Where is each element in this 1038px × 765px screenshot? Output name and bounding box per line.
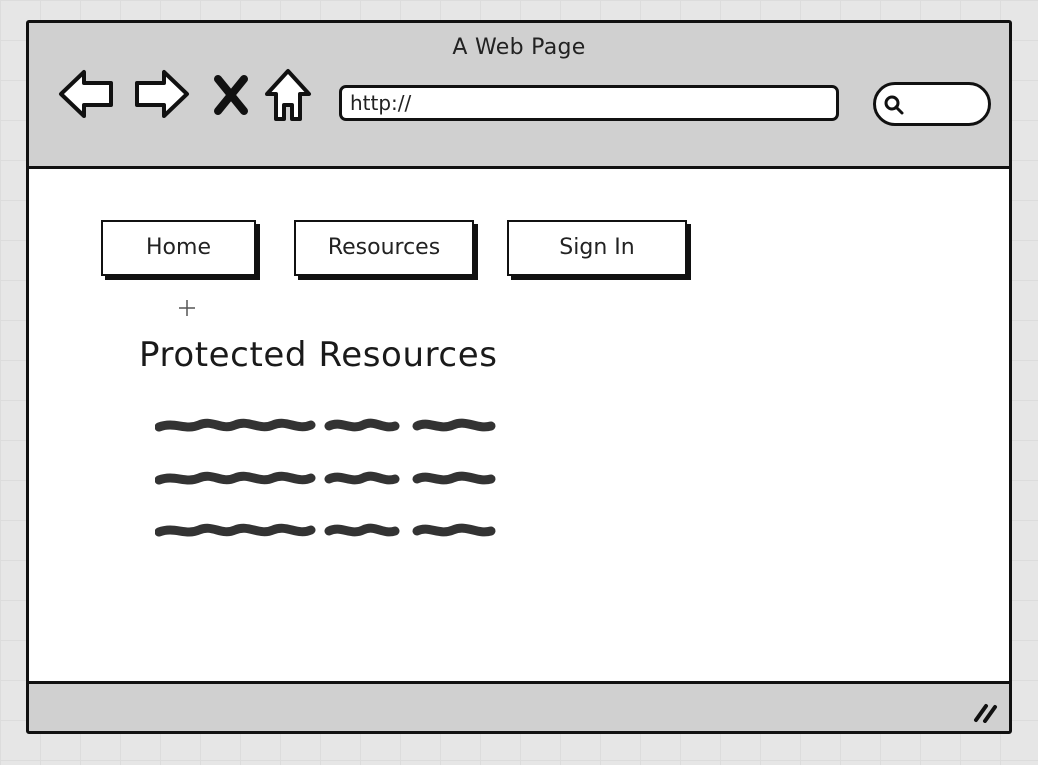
search-box[interactable] — [873, 82, 991, 126]
sign-in-button[interactable]: Sign In — [507, 220, 687, 276]
home-button[interactable]: Home — [101, 220, 256, 276]
status-bar — [29, 681, 1009, 731]
search-icon — [884, 95, 904, 115]
close-x-icon[interactable] — [213, 75, 249, 115]
browser-toolbar: A Web Page http:// — [29, 23, 1009, 169]
placeholder-text-line — [155, 471, 496, 485]
window-title: A Web Page — [452, 35, 586, 60]
placeholder-text-line — [155, 418, 496, 432]
browser-window: A Web Page http:// Home Resources Sign I… — [26, 20, 1012, 734]
url-input[interactable]: http:// — [339, 85, 839, 121]
home-icon[interactable] — [263, 67, 313, 123]
page-heading: Protected Resources — [139, 335, 498, 375]
placeholder-text-line — [155, 523, 496, 537]
arrow-right-icon[interactable] — [133, 67, 191, 121]
crosshair-cursor-icon — [179, 300, 195, 316]
resources-button[interactable]: Resources — [294, 220, 474, 276]
arrow-left-icon[interactable] — [57, 67, 115, 121]
resize-grip-icon[interactable] — [973, 701, 999, 723]
